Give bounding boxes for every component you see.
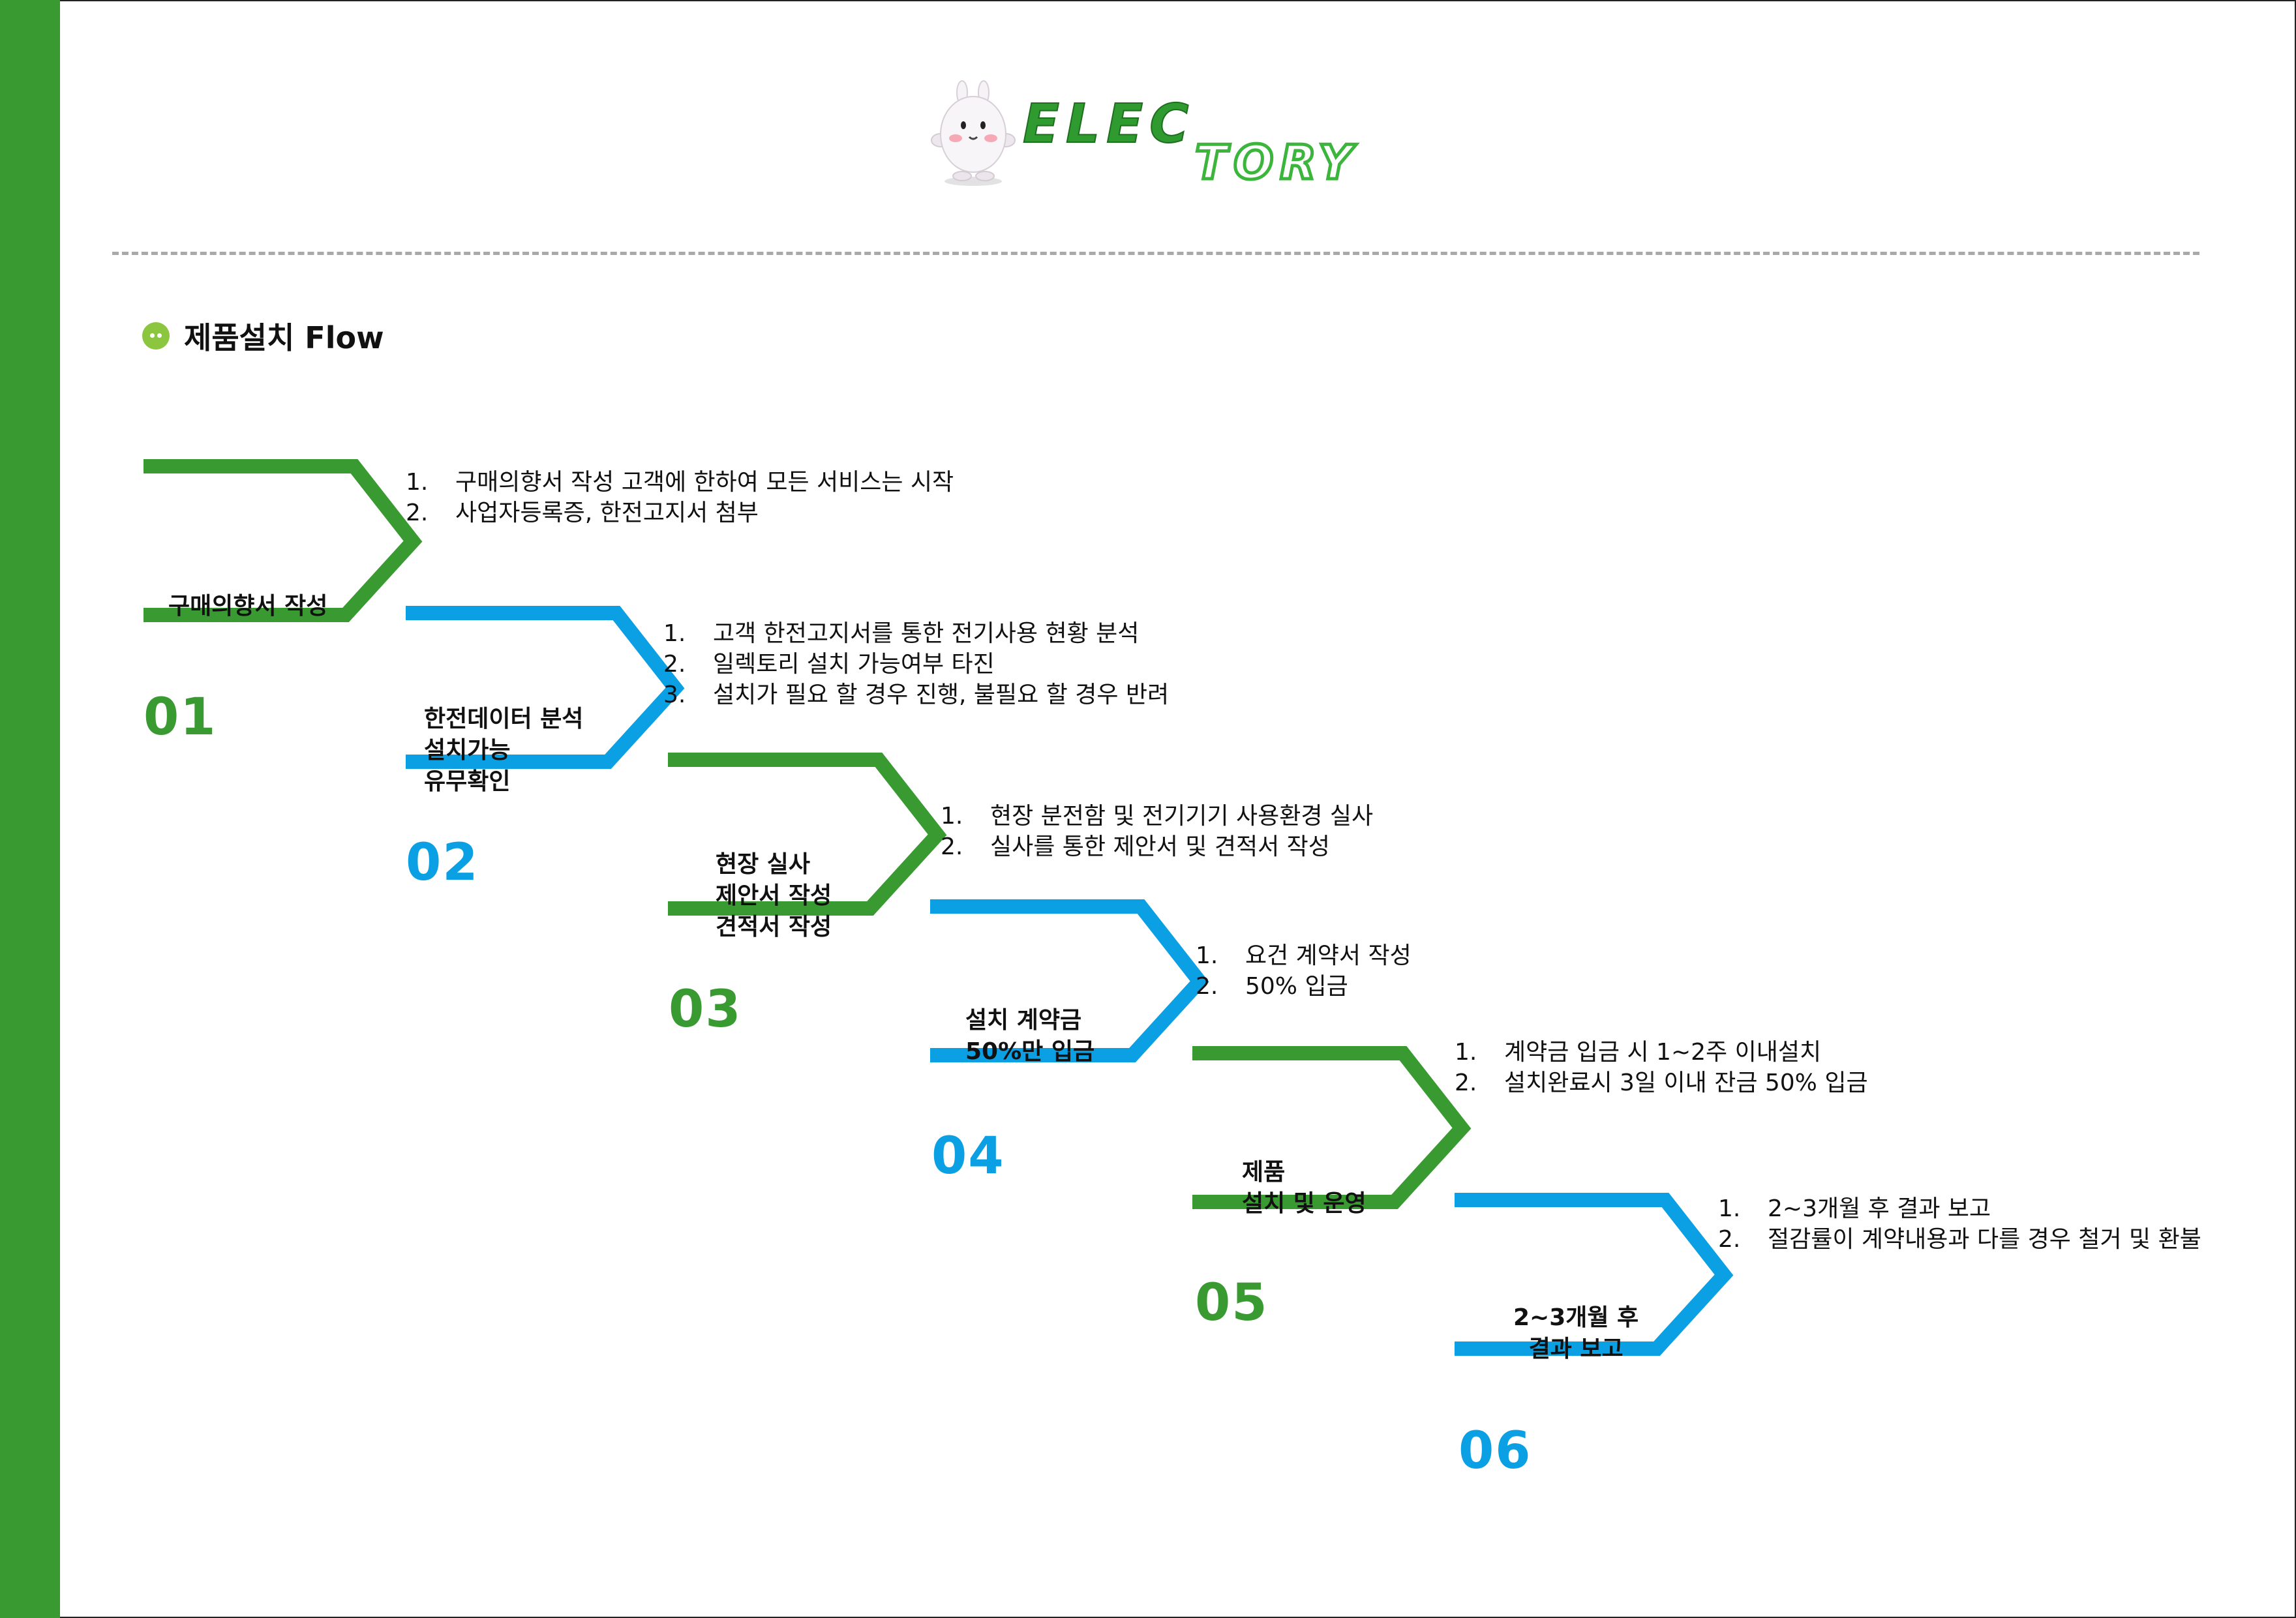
step-number-06: 06: [1458, 1422, 1532, 1480]
step-hexagon-line-03: [668, 753, 947, 916]
step-title-line: 50%만 입금: [965, 1038, 1095, 1065]
note-item: 2.일렉토리 설치 가능여부 타진: [663, 651, 995, 678]
step-hexagon-line-06: [1455, 1193, 1734, 1356]
note-item: 1.2~3개월 후 결과 보고: [1718, 1195, 1991, 1222]
step-title-02: 한전데이터 분석 설치가능 유무확인: [424, 704, 583, 798]
section-title-text: 제품설치 Flow: [184, 320, 384, 355]
step-title-line: 유무확인: [424, 768, 511, 795]
step-title-line: 구매의향서 작성: [168, 593, 328, 620]
step-title-line: 견적서 작성: [716, 914, 832, 940]
step-title-line: 2~3개월 후: [1513, 1304, 1639, 1331]
step-title-03: 현장 실사 제안서 작성 견적서 작성: [716, 849, 832, 943]
step-notes-01: 1.구매의향서 작성 고객에 한하여 모든 서비스는 시작 2.사업자등록증, …: [406, 467, 954, 528]
step-notes-06: 1.2~3개월 후 결과 보고 2.절감률이 계약내용과 다를 경우 철거 및 …: [1718, 1193, 2201, 1255]
step-hexagon-line-04: [930, 899, 1209, 1062]
step-title-line: 설치가능: [424, 737, 511, 764]
note-item: 2.50% 입금: [1196, 973, 1348, 1000]
side-bar: [0, 0, 60, 1618]
step-notes-05: 1.계약금 입금 시 1~2주 이내설치 2.설치완료시 3일 이내 잔금 50…: [1455, 1037, 1868, 1098]
step-hexagon-line-05: [1192, 1046, 1472, 1209]
step-notes-02: 1.고객 한전고지서를 통한 전기사용 현황 분석 2.일렉토리 설치 가능여부…: [663, 618, 1169, 710]
step-title-line: 제품: [1242, 1159, 1286, 1186]
note-item: 2.절감률이 계약내용과 다를 경우 철거 및 환불: [1718, 1226, 2201, 1253]
step-title-line: 현장 실사: [716, 851, 811, 878]
note-item: 1.계약금 입금 시 1~2주 이내설치: [1455, 1039, 1822, 1066]
step-title-line: 설치 및 운영: [1242, 1190, 1367, 1217]
step-number-03: 03: [669, 980, 742, 1039]
note-item: 2.사업자등록증, 한전고지서 첨부: [406, 500, 759, 526]
step-number-05: 05: [1195, 1274, 1269, 1332]
step-hexagon-line-01: [144, 459, 423, 622]
step-title-06: 2~3개월 후 결과 보고: [1513, 1302, 1639, 1365]
note-item: 1.구매의향서 작성 고객에 한하여 모든 서비스는 시작: [406, 469, 954, 496]
step-notes-04: 1.요건 계약서 작성 2.50% 입금: [1196, 940, 1412, 1002]
logo-text-top: ELEC: [1023, 93, 1195, 155]
note-item: 2.설치완료시 3일 이내 잔금 50% 입금: [1455, 1070, 1868, 1096]
electory-logo: ELEC TORY: [931, 80, 1359, 189]
step-title-04: 설치 계약금 50%만 입금: [965, 1005, 1095, 1068]
step-title-line: 설치 계약금: [965, 1007, 1082, 1034]
note-item: 2.실사를 통한 제안서 및 견적서 작성: [941, 833, 1330, 860]
step-title-05: 제품 설치 및 운영: [1242, 1157, 1367, 1220]
dashed-divider: [112, 252, 2199, 255]
step-notes-03: 1.현장 분전함 및 전기기기 사용환경 실사 2.실사를 통한 제안서 및 견…: [941, 801, 1373, 862]
step-number-01: 01: [144, 688, 217, 747]
step-number-02: 02: [406, 833, 479, 892]
logo-text-bottom: TORY: [1195, 135, 1359, 189]
step-title-line: 제안서 작성: [716, 882, 832, 909]
section-title: 제품설치 Flow: [142, 313, 384, 359]
smiley-bullet-icon: [142, 322, 170, 350]
note-item: 1.현장 분전함 및 전기기기 사용환경 실사: [941, 803, 1374, 830]
step-title-line: 한전데이터 분석: [424, 706, 584, 732]
step-number-04: 04: [931, 1127, 1005, 1186]
step-hexagon-line-02: [406, 606, 685, 769]
note-item: 1.요건 계약서 작성: [1196, 942, 1412, 969]
step-title-line: 결과 보고: [1528, 1336, 1624, 1362]
note-item: 1.고객 한전고지서를 통한 전기사용 현황 분석: [663, 620, 1140, 647]
note-item: 3.설치가 필요 할 경우 진행, 불필요 할 경우 반려: [663, 682, 1170, 708]
step-title-01: 구매의향서 작성: [168, 591, 327, 622]
rabbit-mascot-icon: [931, 80, 1016, 186]
